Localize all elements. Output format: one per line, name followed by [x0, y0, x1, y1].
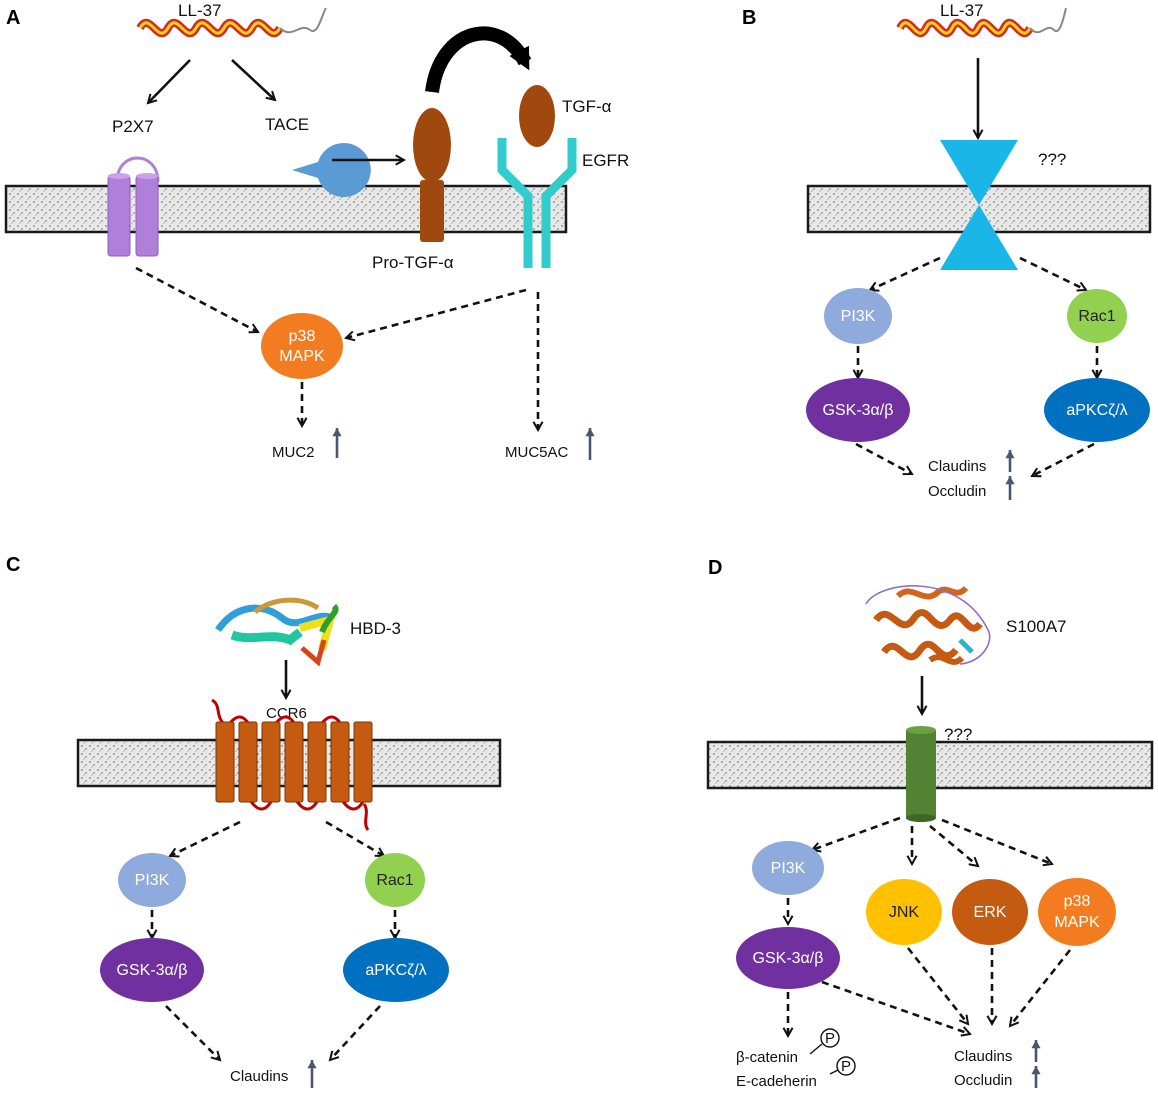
arrow-receptor-p38-d — [941, 818, 1052, 864]
node-gsk-d: GSK-3α/β — [736, 927, 840, 989]
erk-label-d: ERK — [974, 904, 1007, 921]
node-apkc-c: aPKCζ/λ — [343, 938, 449, 1002]
jnk-label-d: JNK — [889, 904, 920, 921]
node-apkc-b: aPKCζ/λ — [1044, 378, 1150, 442]
pi3k-label-d: PI3K — [771, 860, 806, 877]
tace-enzyme-icon — [292, 143, 371, 197]
panel-c: C HBD-3 CCR6 — [6, 554, 502, 1088]
phospho-ecadherin-icon: P — [829, 1056, 856, 1076]
s100a7-protein-icon — [865, 585, 991, 665]
unknown-receptor-bowtie-icon — [940, 140, 1018, 270]
phospho-label-2: P — [841, 1058, 851, 1075]
arrow-egfr-p38 — [346, 288, 527, 338]
arrow-receptor-pi3k-b — [870, 256, 941, 290]
node-rac1-b: Rac1 — [1067, 289, 1127, 343]
unknown-receptor-cylinder-icon — [906, 726, 936, 822]
muc2-label: MUC2 — [272, 444, 315, 461]
arrow-receptor-erk-d — [929, 825, 978, 866]
node-jnk-d: JNK — [866, 879, 942, 945]
ll37-label: LL-37 — [178, 1, 221, 20]
ccr6-label: CCR6 — [266, 705, 307, 722]
bcatenin-label-d: β-catenin — [736, 1049, 798, 1066]
arrow-apkc-claudins-b — [1032, 442, 1095, 476]
panel-d: D S100A7 ??? PI3K JNK — [706, 557, 1154, 1090]
pro-tgf-alpha-label: Pro-TGF-α — [372, 253, 454, 272]
claudins-label-b: Claudins — [928, 458, 986, 475]
occludin-label-b: Occludin — [928, 483, 986, 500]
node-gsk-b: GSK-3α/β — [806, 378, 910, 442]
node-rac1-c: Rac1 — [365, 853, 425, 907]
claudins-label-c: Claudins — [230, 1068, 288, 1085]
ccr6-receptor-icon — [211, 698, 373, 831]
unknown-receptor-b-label: ??? — [1038, 150, 1066, 169]
membrane-a — [4, 184, 568, 234]
pi3k-label-b: PI3K — [841, 308, 876, 325]
s100a7-label: S100A7 — [1006, 617, 1067, 636]
arrow-ll37-tace — [231, 59, 275, 100]
node-pi3k-b: PI3K — [824, 288, 892, 344]
panel-letter-a: A — [6, 7, 20, 29]
curved-arrow-release — [425, 26, 532, 94]
pro-tgf-alpha-icon — [413, 108, 451, 242]
arrow-ccr6-pi3k-c — [170, 820, 241, 856]
apkc-label-b: aPKCζ/λ — [1066, 402, 1127, 419]
panel-letter-c: C — [6, 554, 20, 576]
ll37-label-b: LL-37 — [940, 1, 983, 20]
arrow-receptor-rac1-b — [1019, 256, 1086, 290]
pi3k-label-c: PI3K — [135, 872, 170, 889]
panel-b: B LL-37 ??? PI3K Rac1 GSK-3α/β — [742, 1, 1152, 500]
tgf-alpha-label: TGF-α — [562, 97, 612, 116]
node-pi3k-d: PI3K — [752, 841, 824, 895]
rac1-label-c: Rac1 — [376, 872, 413, 889]
ll37-helix-icon — [136, 7, 327, 38]
claudins-label-d: Claudins — [954, 1048, 1012, 1065]
muc5ac-label: MUC5AC — [505, 444, 569, 461]
arrow-gsk-claudins-c — [165, 1005, 220, 1060]
gsk-label-b: GSK-3α/β — [823, 402, 894, 419]
panel-a: A LL-37 P2X7 TACE Pro-TGF- — [4, 1, 629, 461]
egfr-label: EGFR — [582, 151, 629, 170]
ll37-helix-b-icon — [896, 7, 1067, 38]
hbd3-protein-icon — [215, 597, 339, 667]
node-erk-d: ERK — [952, 879, 1028, 945]
arrow-gsk-claudins-d — [821, 980, 970, 1034]
ecadherin-label-d: E-cadeherin — [736, 1073, 817, 1090]
p38-line1-a: p38 — [289, 328, 316, 345]
node-p38-mapk-a: p38 MAPK — [261, 313, 343, 379]
node-p38-mapk-d: p38 MAPK — [1038, 878, 1116, 946]
arrow-ll37-p2x7 — [148, 59, 191, 103]
arrow-receptor-pi3k-d — [812, 816, 901, 850]
panel-letter-d: D — [708, 557, 722, 579]
arrow-jnk-claudins-d — [906, 947, 968, 1024]
egfr-receptor-icon — [497, 138, 577, 268]
apkc-label-c: aPKCζ/λ — [365, 962, 426, 979]
hbd3-label: HBD-3 — [350, 619, 401, 638]
arrow-p38-claudins-d — [1010, 949, 1072, 1026]
p38-line1-d: p38 — [1064, 893, 1091, 910]
arrow-p2x7-p38 — [135, 266, 258, 332]
occludin-label-d: Occludin — [954, 1072, 1012, 1089]
arrow-gsk-claudins-b — [855, 442, 912, 474]
rac1-label-b: Rac1 — [1078, 308, 1115, 325]
arrow-apkc-claudins-c — [330, 1005, 381, 1060]
p2x7-receptor-icon — [107, 156, 160, 257]
panel-letter-b: B — [742, 7, 756, 29]
p2x7-label: P2X7 — [112, 117, 154, 136]
phospho-bcatenin-icon: P — [809, 1028, 840, 1055]
node-pi3k-c: PI3K — [118, 853, 186, 907]
arrow-ccr6-rac1-c — [325, 820, 384, 858]
tgf-alpha-ligand-icon — [519, 85, 555, 147]
tace-label: TACE — [265, 115, 309, 134]
unknown-receptor-d-label: ??? — [944, 725, 972, 744]
phospho-label-1: P — [825, 1030, 835, 1047]
p38-line2-a: MAPK — [279, 348, 325, 365]
node-gsk-c: GSK-3α/β — [100, 938, 204, 1002]
p38-line2-d: MAPK — [1054, 914, 1100, 931]
gsk-label-d: GSK-3α/β — [753, 950, 824, 967]
gsk-label-c: GSK-3α/β — [117, 962, 188, 979]
